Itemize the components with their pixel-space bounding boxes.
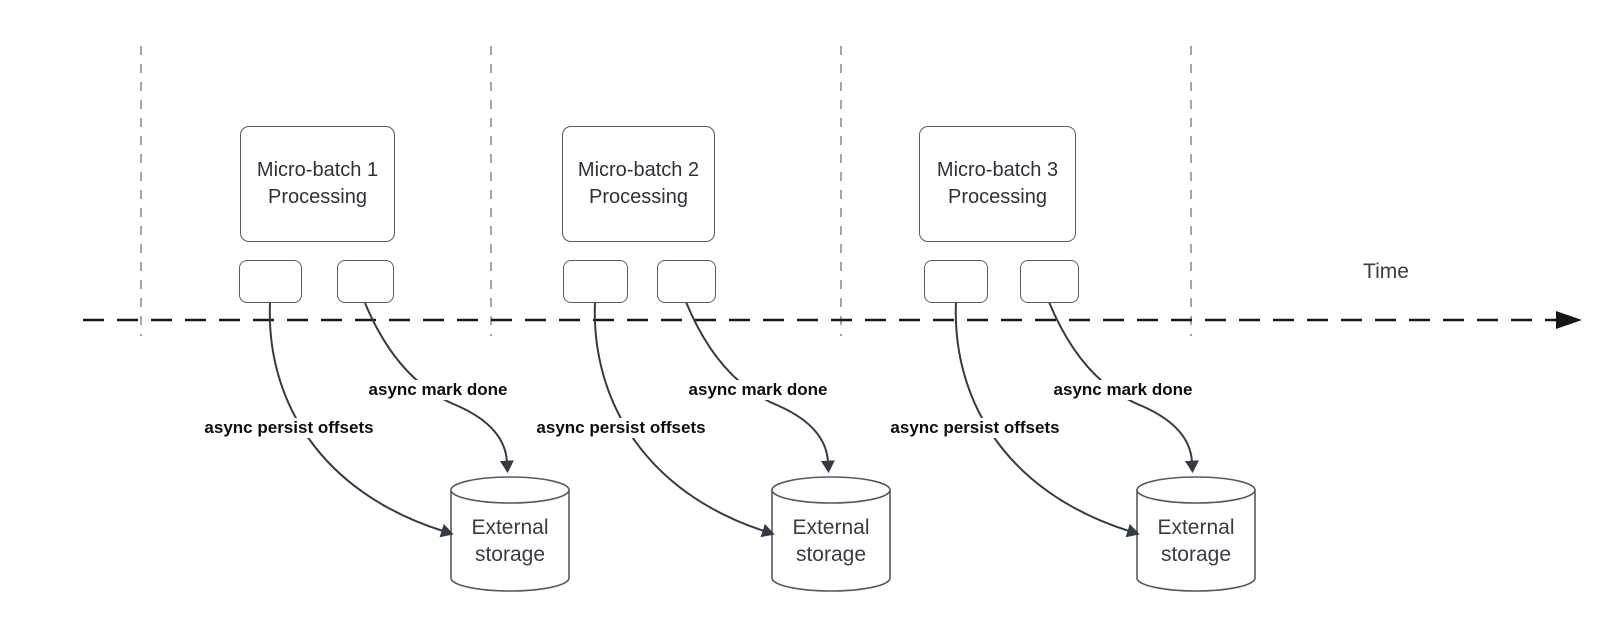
persist-offsets-task-node-1 (239, 260, 302, 303)
micro-batch-3-processing-box: Micro-batch 3 Processing (919, 126, 1076, 242)
micro-batch-1-title-line1: Micro-batch 1 (256, 159, 379, 181)
persist-offsets-arrow-3 (954, 301, 1140, 538)
persist-offsets-task-node-3 (924, 260, 988, 303)
storage-cylinder-3 (1136, 476, 1256, 592)
persist-offsets-arrow-1 (268, 302, 454, 538)
persist-offsets-arrow-2 (593, 301, 775, 538)
micro-batch-2-title-line2: Processing (589, 186, 688, 208)
storage-cylinder-1 (450, 476, 570, 592)
mark-done-task-node-1 (337, 260, 394, 303)
external-storage-1-line1: External (471, 516, 549, 539)
micro-batch-2-title-line1: Micro-batch 2 (577, 159, 700, 181)
persist-offsets-label-1: async persist offsets (200, 418, 378, 438)
micro-batch-1-title-line2: Processing (268, 186, 367, 208)
mark-done-task-node-2 (657, 260, 716, 303)
micro-batch-3-title-line1: Micro-batch 3 (936, 159, 1059, 181)
mark-done-task-node-3 (1020, 260, 1079, 303)
micro-batch-2-processing-box: Micro-batch 2 Processing (562, 126, 715, 242)
mark-done-label-3: async mark done (1049, 380, 1197, 400)
external-storage-2-line2: storage (795, 543, 867, 566)
mark-done-arrow-2 (685, 301, 835, 474)
external-storage-label-1: External storage (451, 514, 569, 568)
persist-offsets-label-3: async persist offsets (886, 418, 1064, 438)
external-storage-3-line1: External (1157, 516, 1235, 539)
mark-done-arrow-1 (364, 302, 514, 474)
persist-offsets-label-2: async persist offsets (532, 418, 710, 438)
mark-done-arrow-3 (1048, 301, 1199, 474)
time-axis-arrowhead-icon (1556, 311, 1582, 329)
micro-batch-3-title-line2: Processing (948, 186, 1047, 208)
external-storage-3-line2: storage (1160, 543, 1232, 566)
external-storage-1-line2: storage (474, 543, 546, 566)
external-storage-label-2: External storage (772, 514, 890, 568)
micro-batch-1-processing-box: Micro-batch 1 Processing (240, 126, 395, 242)
external-storage-label-3: External storage (1137, 514, 1255, 568)
time-axis-label: Time (1363, 260, 1409, 283)
external-storage-2-line1: External (792, 516, 870, 539)
mark-done-label-1: async mark done (364, 380, 512, 400)
persist-offsets-task-node-2 (563, 260, 628, 303)
storage-cylinder-2 (771, 476, 891, 592)
mark-done-label-2: async mark done (684, 380, 832, 400)
